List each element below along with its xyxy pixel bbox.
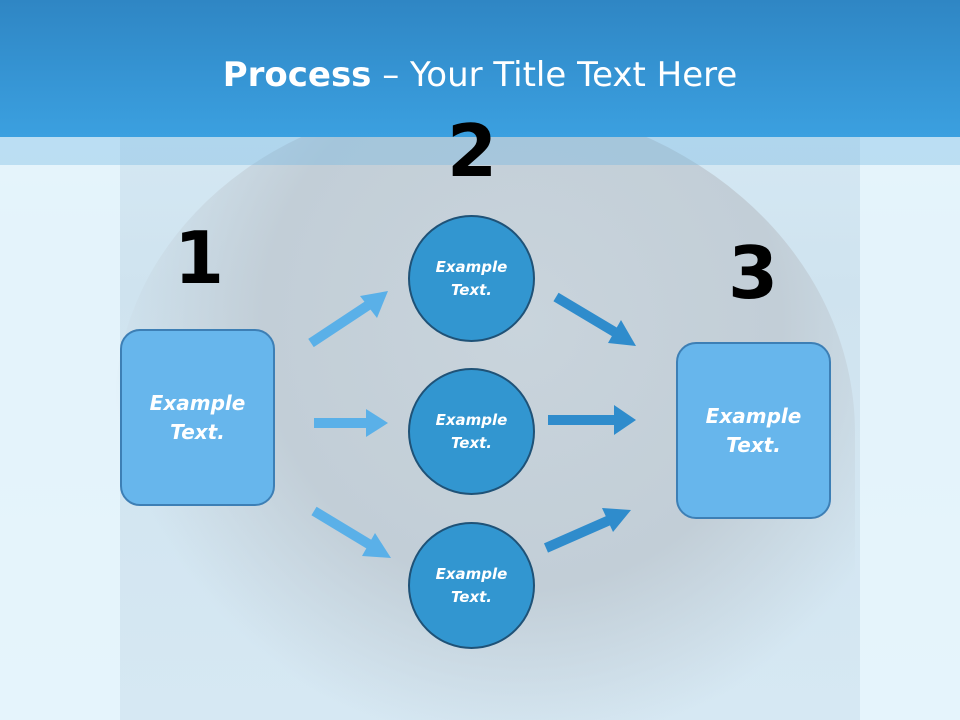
arrow-left-to-top xyxy=(308,291,388,348)
circle-bottom-line-1: Example xyxy=(435,564,508,583)
circle-middle-line-2: Text. xyxy=(450,433,492,452)
arrow-top-to-right xyxy=(553,292,636,346)
right-arrow-group xyxy=(543,292,636,553)
arrow-left-to-middle xyxy=(314,409,388,437)
left-box-line-1: Example xyxy=(149,390,246,415)
header-band xyxy=(0,137,960,165)
slide-title: Process – Your Title Text Here xyxy=(0,52,960,98)
right-box-line-1: Example xyxy=(705,403,802,428)
right-box-line-2: Text. xyxy=(726,432,781,457)
step-number-2: 2 xyxy=(446,109,498,193)
left-box-line-2: Text. xyxy=(170,419,225,444)
circle-top-line-2: Text. xyxy=(450,280,492,299)
arrow-middle-to-right xyxy=(548,405,636,435)
title-bar xyxy=(0,0,960,137)
circle-middle-line-1: Example xyxy=(435,410,508,429)
title-bold: Process xyxy=(222,55,372,95)
circle-top-line-1: Example xyxy=(435,257,508,276)
circle-bottom-line-2: Text. xyxy=(450,587,492,606)
step-number-3: 3 xyxy=(727,231,779,315)
arrow-bottom-to-right xyxy=(543,508,631,553)
arrow-left-to-bottom xyxy=(311,506,391,558)
step-number-1: 1 xyxy=(173,216,225,300)
left-arrow-group xyxy=(308,291,391,558)
title-rest: – Your Title Text Here xyxy=(371,55,738,95)
